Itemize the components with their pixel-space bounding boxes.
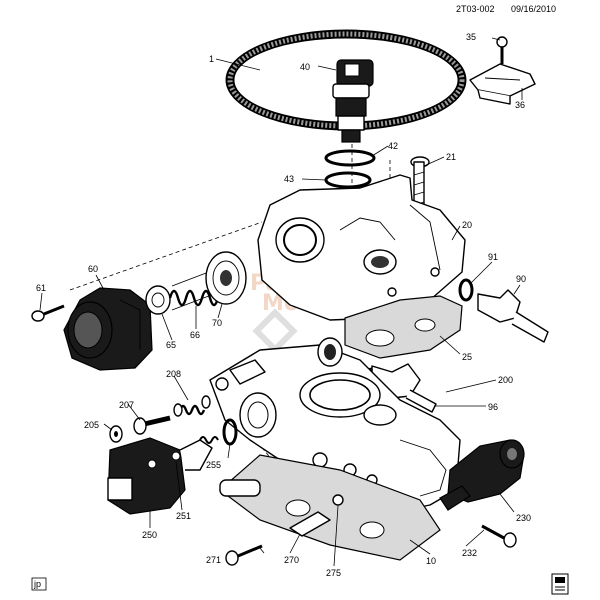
callout-270: 270 [284,555,299,565]
callout-70: 70 [212,318,222,328]
callout-208: 208 [166,369,181,379]
callout-10: 10 [426,556,436,566]
callout-232: 232 [462,548,477,558]
injector-retainer-bracket [469,63,536,105]
callout-1: 1 [209,54,214,64]
diagram-code: 2T03-002 [456,4,495,14]
callout-40: 40 [300,62,310,72]
callout-250: 250 [142,530,157,540]
callout-43: 43 [284,174,294,184]
fitting-o-ring [458,278,474,302]
callout-271: 271 [206,555,221,565]
regulator-cover-screw [31,304,65,322]
callout-labels: 1 35 36 40 42 43 21 20 91 90 60 61 65 66… [36,32,531,578]
callout-275: 275 [326,568,341,578]
injector-o-ring-lower [324,171,372,189]
idle-air-control-screw [133,415,171,435]
callout-20: 20 [462,220,472,230]
idle-air-control-washer [109,425,123,443]
idle-air-control-valve [107,436,219,515]
diagram-date: 09/16/2010 [511,4,556,14]
callout-35: 35 [466,32,476,42]
tps-lever [289,511,331,537]
lever-screw [332,494,344,506]
callout-200: 200 [498,375,513,385]
callout-96: 96 [488,402,498,412]
fuel-inlet-fitting [477,289,549,343]
fuel-meter-body [257,174,466,321]
callout-207: 207 [119,400,134,410]
regulator-diaphragm [205,251,247,305]
callout-90: 90 [516,274,526,284]
footer-tag-box: jp [31,577,47,591]
fuel-injector [332,59,374,143]
iac-valve-screw [147,451,181,469]
callout-61: 61 [36,283,46,293]
throttle-body-flange-gasket [219,454,441,561]
callout-25: 25 [462,352,472,362]
callout-251: 251 [176,511,191,521]
tps-attaching-screw [225,544,263,566]
callout-91: 91 [488,252,498,262]
callout-36: 36 [515,100,525,110]
fuel-meter-body-gasket [344,295,463,359]
idle-air-control-spring [173,395,211,417]
callout-205: 205 [84,420,99,430]
callout-255: 255 [206,460,221,470]
spring-seat [145,285,171,315]
throttle-position-sensor [439,439,525,511]
corner-logo-icon [551,573,569,595]
callout-21: 21 [446,152,456,162]
throttle-body-assembly [209,337,461,516]
footer-tag: jp [33,579,41,589]
pressure-regulator-cover [63,287,153,371]
callout-42: 42 [388,141,398,151]
injector-o-ring-upper [324,149,376,167]
callout-65: 65 [166,340,176,350]
retainer-screw [496,36,508,64]
callout-66: 66 [190,330,200,340]
tps-screw [481,524,517,548]
callout-60: 60 [88,264,98,274]
callout-230: 230 [516,513,531,523]
leader-lines [39,37,523,567]
